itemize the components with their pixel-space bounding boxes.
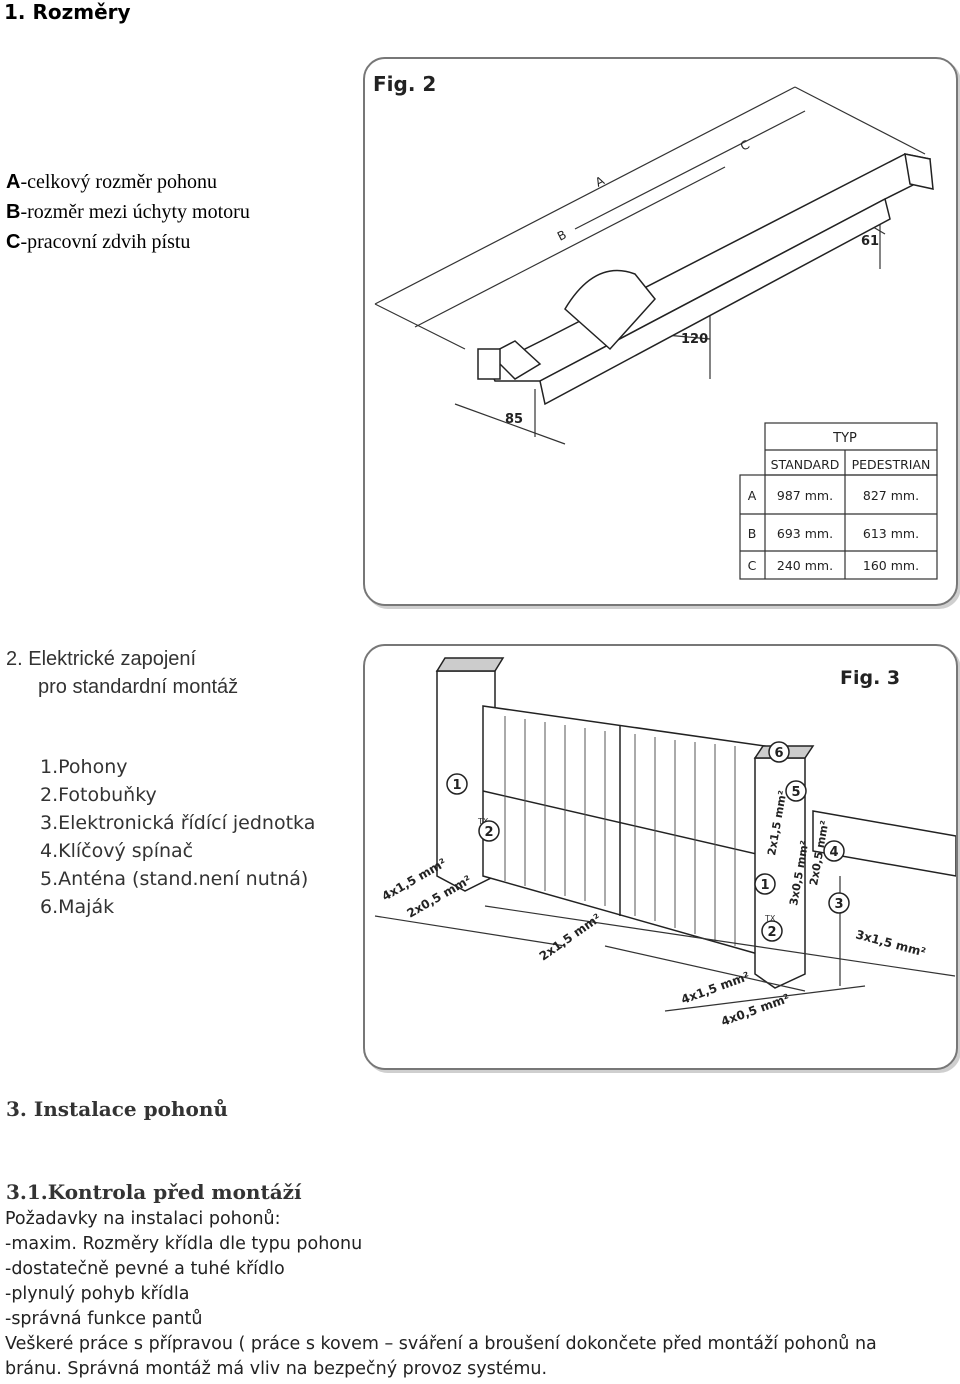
text-line: -plynulý pohyb křídla — [5, 1284, 190, 1304]
row-c-pedestrian: 160 mm. — [863, 558, 919, 573]
section-1-title: 1. Rozměry — [4, 0, 131, 24]
marker-6: 6 — [774, 746, 783, 761]
text-line: -správná funkce pantů — [5, 1309, 203, 1329]
list-item: 4.Klíčový spínač — [40, 840, 194, 862]
text-line: -dostatečně pevné a tuhé křídlo — [5, 1259, 285, 1279]
row-a-pedestrian: 827 mm. — [863, 488, 919, 503]
cable-label: 3x1,5 mm² — [854, 927, 927, 959]
legend-b: B-rozměr mezi úchyty motoru — [6, 201, 250, 223]
figure-2: Fig. 2 B A C 61 120 85 — [363, 57, 958, 606]
tx-label: TX — [477, 817, 489, 826]
list-item: 3.Elektronická řídící jednotka — [40, 812, 316, 834]
list-item: 1.Pohony — [40, 756, 128, 778]
text-line: bránu. Správná montáž má vliv na bezpečn… — [5, 1359, 548, 1379]
row-b-key: B — [748, 526, 757, 541]
marker-3: 3 — [834, 897, 843, 912]
dimension-legend: A-celkový rozměr pohonu B-rozměr mezi úc… — [6, 167, 250, 257]
section-3-title: 3. Instalace pohonů — [6, 1097, 228, 1121]
marker-2: 2 — [767, 925, 776, 940]
list-item: 5.Anténa (stand.není nutná) — [40, 868, 309, 890]
dim-b: B — [555, 227, 569, 243]
fig2-label: Fig. 2 — [373, 72, 436, 96]
gate-wiring-drawing: Fig. 3 — [374, 657, 957, 1029]
row-b-standard: 693 mm. — [777, 526, 833, 541]
row-c-standard: 240 mm. — [777, 558, 833, 573]
cable-label: 4x0,5 mm² — [719, 991, 791, 1029]
marker-5: 5 — [791, 785, 800, 800]
text-line: Požadavky na instalaci pohonů: — [5, 1209, 281, 1229]
list-item: 6.Maják — [40, 896, 115, 918]
col-pedestrian: PEDESTRIAN — [852, 457, 931, 472]
section-2-title-line2: pro standardní montáž — [38, 676, 239, 698]
marker-2: 2 — [484, 825, 493, 840]
marker-4: 4 — [829, 845, 838, 860]
legend-a: A-celkový rozměr pohonu — [6, 171, 218, 193]
component-list: 1.Pohony 2.Fotobuňky 3.Elektronická řídí… — [40, 756, 315, 924]
section-2-title-line1: 2. Elektrické zapojení — [6, 648, 197, 670]
text-line: -maxim. Rozměry křídla dle typu pohonu — [5, 1234, 363, 1254]
row-b-pedestrian: 613 mm. — [863, 526, 919, 541]
actuator-drawing: Fig. 2 B A C 61 120 85 — [373, 72, 938, 580]
requirements-text: Požadavky na instalaci pohonů: -maxim. R… — [5, 1207, 960, 1382]
dim-61: 61 — [861, 234, 879, 249]
marker-1: 1 — [452, 778, 461, 793]
tx-label: TX — [764, 914, 776, 923]
dim-a: A — [593, 173, 607, 190]
row-a-key: A — [748, 488, 757, 503]
figure-3: Fig. 3 — [363, 644, 958, 1070]
dim-85: 85 — [505, 412, 523, 427]
list-item: 2.Fotobuňky — [40, 784, 157, 806]
section-2-title: 2. Elektrické zapojení pro standardní mo… — [6, 645, 238, 701]
col-standard: STANDARD — [771, 457, 840, 472]
row-c-key: C — [748, 558, 757, 573]
section-3-1-title: 3.1.Kontrola před montáží — [6, 1180, 302, 1204]
text-line: Veškeré práce s přípravou ( práce s kove… — [5, 1334, 877, 1354]
marker-1: 1 — [760, 878, 769, 893]
row-a-standard: 987 mm. — [777, 488, 833, 503]
table-header: TYP — [832, 431, 857, 446]
dim-120: 120 — [681, 332, 708, 347]
legend-c: C-pracovní zdvih pístu — [6, 231, 191, 253]
fig3-label: Fig. 3 — [840, 667, 900, 689]
